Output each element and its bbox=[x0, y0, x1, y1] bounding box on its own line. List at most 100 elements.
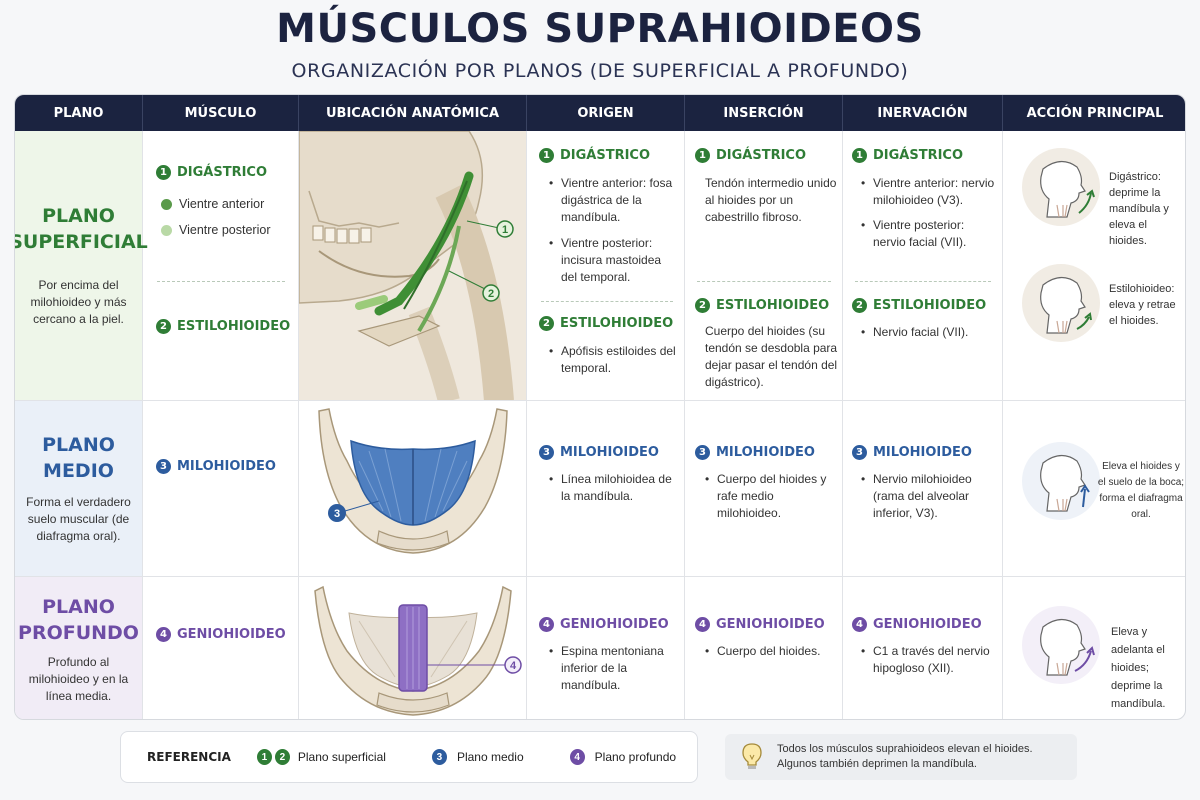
origen-milohioideo-heading: 3 MILOHIOIDEO bbox=[539, 445, 659, 460]
plano-medio-title-2: MEDIO bbox=[43, 460, 114, 482]
header-accion: ACCIÓN PRINCIPAL bbox=[1003, 95, 1185, 131]
inervacion-c1-hipogloso: C1 a través del nervio hipogloso (XII). bbox=[861, 643, 999, 677]
badge-2: 2 bbox=[695, 298, 710, 313]
ubicacion-profundo-cell: 4 bbox=[299, 577, 527, 719]
skull-neck-illustration: 1 2 bbox=[299, 131, 526, 400]
vientre-posterior-label: Vientre posterior bbox=[179, 223, 271, 237]
badge-3: 3 bbox=[156, 459, 171, 474]
accion-superficial-cell: Digástrico: deprime la mandíbula y eleva… bbox=[1003, 131, 1185, 401]
plano-profundo-desc: Profundo al milohioideo y en la línea me… bbox=[28, 654, 129, 703]
accion-geniohioideo: Eleva y adelanta el hioides; deprime la … bbox=[1111, 626, 1166, 710]
tip-line-1: Todos los músculos suprahioideos elevan … bbox=[777, 743, 1033, 755]
inervacion-geniohioideo-heading: 4 GENIOHIOIDEO bbox=[852, 617, 982, 632]
svg-text:4: 4 bbox=[510, 660, 517, 672]
badge-4: 4 bbox=[695, 617, 710, 632]
muscle-digastrico-label: DIGÁSTRICO bbox=[177, 165, 268, 180]
origen-geniohioideo-label: GENIOHIOIDEO bbox=[560, 617, 669, 632]
accion-profundo-cell: Eleva y adelanta el hioides; deprime la … bbox=[1003, 577, 1185, 719]
insercion-digastrico-text: Tendón intermedio unido al hioides por u… bbox=[705, 176, 837, 224]
page-subtitle: ORGANIZACIÓN POR PLANOS (DE SUPERFICIAL … bbox=[291, 60, 909, 82]
insercion-cuerpo-hioides: Cuerpo del hioides. bbox=[705, 643, 839, 660]
header-plano: PLANO bbox=[15, 95, 143, 131]
ubicacion-medio-cell: 3 bbox=[299, 401, 527, 577]
muscle-milohioideo: 3 MILOHIOIDEO bbox=[156, 459, 276, 474]
legend-badge-4: 4 bbox=[569, 749, 585, 765]
origen-digastrico-label: DIGÁSTRICO bbox=[560, 148, 651, 163]
muscles-table: PLANO MÚSCULO UBICACIÓN ANATÓMICA ORIGEN… bbox=[14, 94, 1186, 720]
inervacion-geniohioideo-label: GENIOHIOIDEO bbox=[873, 617, 982, 632]
head-profile-icon bbox=[1022, 442, 1100, 520]
origen-superficial-cell: 1 DIGÁSTRICO Vientre anterior: fosa digá… bbox=[527, 131, 685, 401]
musculo-medio-cell: 3 MILOHIOIDEO bbox=[143, 401, 299, 577]
origen-linea-milohioidea: Línea milohioidea de la mandíbula. bbox=[549, 471, 677, 505]
badge-4: 4 bbox=[156, 627, 171, 642]
svg-text:1: 1 bbox=[502, 224, 508, 236]
plano-medio-cell: PLANO MEDIO Forma el verdadero suelo mus… bbox=[15, 401, 143, 577]
svg-text:3: 3 bbox=[334, 508, 340, 520]
legend-profundo: Plano profundo bbox=[594, 750, 677, 764]
head-profile-icon bbox=[1022, 264, 1100, 342]
ubicacion-superficial-cell: 1 2 bbox=[299, 131, 527, 401]
legend-medio: Plano medio bbox=[456, 750, 524, 764]
inervacion-profundo-cell: 4 GENIOHIOIDEO C1 a través del nervio hi… bbox=[843, 577, 1003, 719]
insercion-medio-cell: 3 MILOHIOIDEO Cuerpo del hioides y rafe … bbox=[685, 401, 843, 577]
head-profile-icon bbox=[1022, 606, 1100, 684]
insercion-geniohioideo-label: GENIOHIOIDEO bbox=[716, 617, 825, 632]
insercion-estilohioideo-label: ESTILOHIOIDEO bbox=[716, 298, 830, 313]
origen-espina-mentoniana: Espina mentoniana inferior de la mandíbu… bbox=[549, 643, 677, 694]
origen-vientre-anterior: Vientre anterior: fosa digástrica de la … bbox=[549, 175, 677, 226]
plano-superficial-title-1: PLANO bbox=[42, 205, 115, 227]
inervacion-digastrico-label: DIGÁSTRICO bbox=[873, 148, 964, 163]
badge-3: 3 bbox=[695, 445, 710, 460]
origen-estilohioideo-heading: 2 ESTILOHIOIDEO bbox=[539, 316, 673, 331]
accion-estilohioideo: Estilohioideo: eleva y retrae el hioides… bbox=[1109, 283, 1176, 327]
badge-1: 1 bbox=[852, 148, 867, 163]
inervacion-estilohioideo-heading: 2 ESTILOHIOIDEO bbox=[852, 298, 986, 313]
legend-title: REFERENCIA bbox=[147, 750, 231, 764]
tip-line-2: Algunos también deprimen la mandíbula. bbox=[777, 758, 977, 770]
accion-medio-cell: Eleva el hioides y el suelo de la boca; … bbox=[1003, 401, 1185, 577]
separator bbox=[157, 281, 285, 282]
accion-milohioideo: Eleva el hioides y el suelo de la boca; … bbox=[1097, 461, 1185, 520]
muscle-milohioideo-label: MILOHIOIDEO bbox=[177, 459, 276, 474]
plano-superficial-title-2: SUPERFICIAL bbox=[14, 231, 148, 253]
badge-3: 3 bbox=[539, 445, 554, 460]
separator bbox=[855, 281, 991, 282]
badge-1: 1 bbox=[539, 148, 554, 163]
milohioideo-illustration: 3 bbox=[318, 408, 508, 554]
legend-superficial: Plano superficial bbox=[297, 750, 386, 764]
insercion-digastrico-label: DIGÁSTRICO bbox=[716, 148, 807, 163]
origen-estiloides: Apófisis estiloides del temporal. bbox=[549, 343, 677, 377]
badge-4: 4 bbox=[539, 617, 554, 632]
plano-superficial-cell: PLANO SUPERFICIAL Por encima del milohio… bbox=[15, 131, 148, 401]
insercion-milohioideo-heading: 3 MILOHIOIDEO bbox=[695, 445, 815, 460]
legend-badge-2: 2 bbox=[274, 749, 290, 765]
svg-text:2: 2 bbox=[488, 288, 494, 300]
lightbulb-icon bbox=[742, 743, 762, 769]
musculo-superficial-cell: 1 DIGÁSTRICO Vientre anterior Vientre po… bbox=[143, 131, 299, 401]
inervacion-medio-cell: 3 MILOHIOIDEO Nervio milohioideo (rama d… bbox=[843, 401, 1003, 577]
insercion-superficial-cell: 1 DIGÁSTRICO Tendón intermedio unido al … bbox=[685, 131, 843, 401]
insercion-cuerpo-hioides-rafe: Cuerpo del hioides y rafe medio milohioi… bbox=[705, 471, 839, 522]
origen-estilohioideo-label: ESTILOHIOIDEO bbox=[560, 316, 674, 331]
origen-milohioideo-label: MILOHIOIDEO bbox=[560, 445, 659, 460]
badge-2: 2 bbox=[852, 298, 867, 313]
muscle-geniohioideo: 4 GENIOHIOIDEO bbox=[156, 627, 286, 642]
badge-3: 3 bbox=[852, 445, 867, 460]
vientre-anterior-label: Vientre anterior bbox=[179, 197, 265, 211]
insercion-estilohioideo-text: Cuerpo del hioides (su tendón se desdobl… bbox=[705, 324, 838, 389]
plano-medio-title-1: PLANO bbox=[42, 434, 115, 456]
insercion-digastrico-heading: 1 DIGÁSTRICO bbox=[695, 148, 806, 163]
page-title: MÚSCULOS SUPRAHIOIDEOS bbox=[276, 6, 924, 52]
badge-4: 4 bbox=[852, 617, 867, 632]
inervacion-nervio-milohioideo: Nervio milohioideo (rama del alveolar in… bbox=[861, 471, 999, 522]
musculo-profundo-cell: 4 GENIOHIOIDEO bbox=[143, 577, 299, 719]
insercion-estilohioideo-heading: 2 ESTILOHIOIDEO bbox=[695, 298, 829, 313]
inervacion-digastrico-heading: 1 DIGÁSTRICO bbox=[852, 148, 963, 163]
vientre-posterior-dot bbox=[161, 225, 172, 236]
inervacion-estilohioideo-label: ESTILOHIOIDEO bbox=[873, 298, 987, 313]
inervacion-milohioideo-label: MILOHIOIDEO bbox=[873, 445, 972, 460]
insercion-geniohioideo-heading: 4 GENIOHIOIDEO bbox=[695, 617, 825, 632]
accion-digastrico: Digástrico: deprime la mandíbula y eleva… bbox=[1109, 171, 1169, 247]
origen-vientre-posterior: Vientre posterior: incisura mastoidea de… bbox=[549, 235, 677, 286]
